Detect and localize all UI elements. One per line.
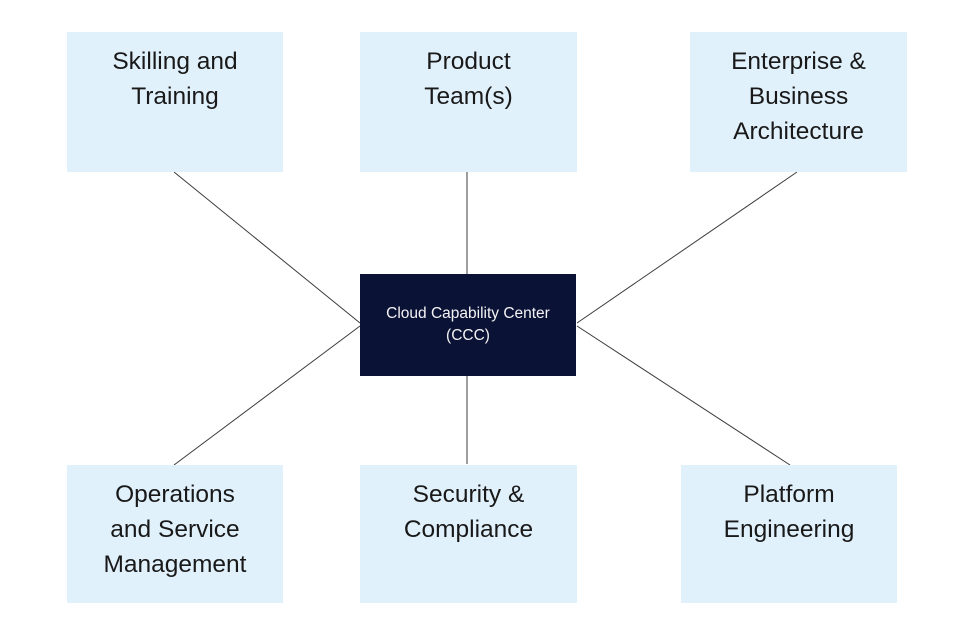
node-skilling-and-training: Skilling and Training bbox=[67, 32, 283, 172]
node-product-teams: Product Team(s) bbox=[360, 32, 577, 172]
node-operations-and-service-management: Operations and Service Management bbox=[67, 465, 283, 603]
node-security-and-compliance: Security & Compliance bbox=[360, 465, 577, 603]
connector-operations-to-center bbox=[173, 325, 361, 466]
node-platform-engineering: Platform Engineering bbox=[681, 465, 897, 603]
connector-enterprise-to-center bbox=[576, 171, 798, 324]
connector-skilling-to-center bbox=[173, 171, 361, 324]
node-cloud-capability-center: Cloud Capability Center (CCC) bbox=[360, 274, 576, 376]
connector-platform-to-center bbox=[576, 325, 791, 466]
node-enterprise-business-architecture: Enterprise & Business Architecture bbox=[690, 32, 907, 172]
